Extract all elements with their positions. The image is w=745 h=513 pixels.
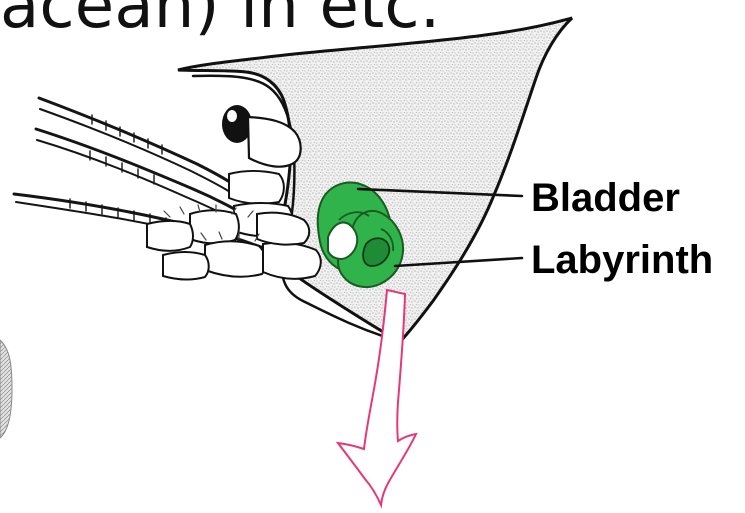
labyrinth-label: Labyrinth [531,240,713,280]
left-hatched-fragment [0,340,12,438]
bladder-label: Bladder [531,178,680,218]
